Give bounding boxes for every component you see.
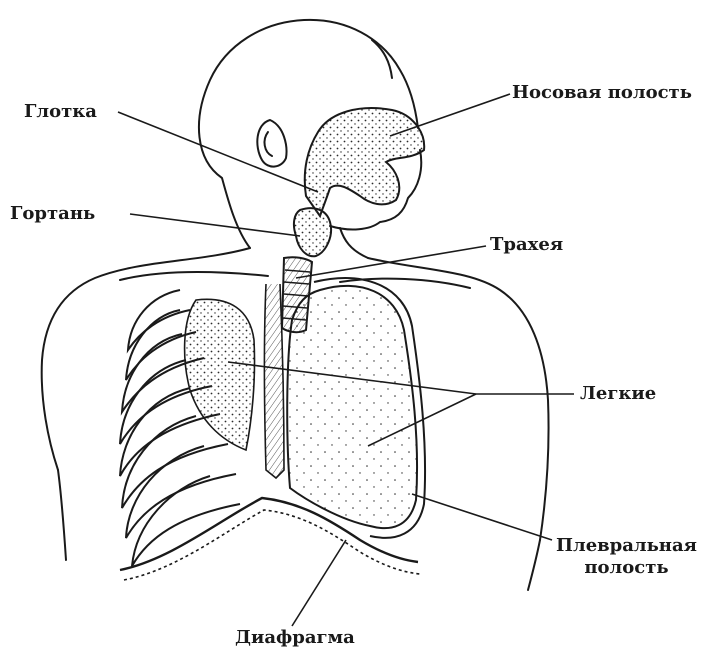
label-larynx: Гортань: [10, 203, 95, 225]
label-diaphragm: Диафрагма: [235, 627, 355, 649]
label-pleural-cavity-line2: полость: [556, 557, 697, 579]
label-nasal-cavity: Носовая полость: [512, 82, 692, 104]
larynx-shape: [294, 208, 331, 256]
label-pleural-cavity: Плевральная полость: [556, 535, 697, 579]
nasal-cavity-shape: [305, 108, 424, 216]
lung-right-shape: [287, 286, 417, 528]
label-pleural-cavity-line1: Плевральная: [556, 535, 697, 557]
sternum: [265, 284, 285, 478]
label-lungs: Легкие: [580, 383, 656, 405]
label-pharynx: Глотка: [24, 101, 97, 123]
clavicle-left: [120, 272, 268, 280]
ear: [257, 120, 286, 167]
label-trachea: Трахея: [490, 234, 563, 256]
neck-front: [340, 228, 368, 258]
left-lung-fill: [185, 299, 255, 450]
